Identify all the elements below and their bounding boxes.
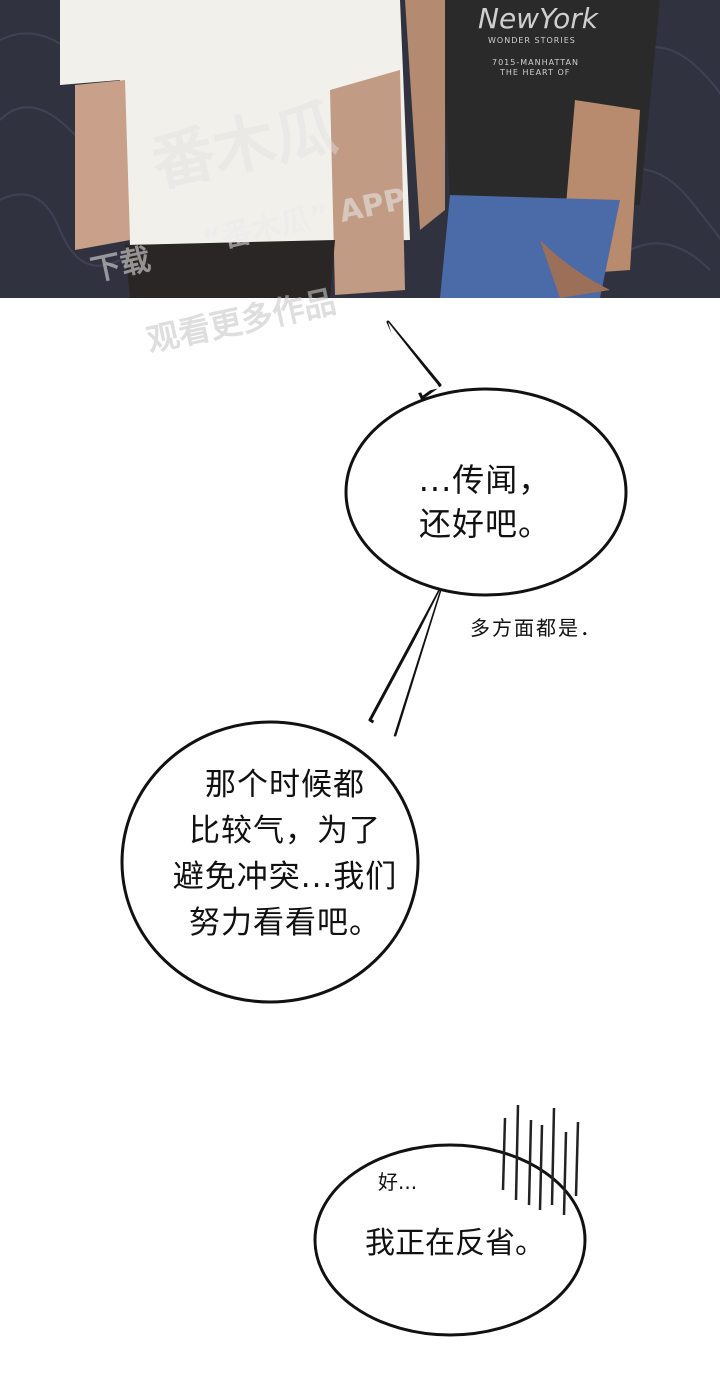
nervous-lines — [501, 1104, 580, 1216]
shirt-brand-text: NewYork — [478, 2, 598, 35]
speech-bubble-3 — [313, 1143, 587, 1337]
panel-illustration — [0, 0, 720, 298]
shirt-text-line2: 7015-MANHATTAN — [492, 58, 579, 67]
speech-bubble-1 — [344, 320, 628, 597]
speech-bubble-2 — [120, 588, 442, 1004]
shirt-text-line1: WONDER STORIES — [488, 36, 576, 45]
floating-dialogue-text: 多方面都是． — [470, 616, 602, 640]
speech-bubble-3-small-text: 好... — [378, 1170, 418, 1194]
comic-panel-top: NewYork WONDER STORIES 7015-MANHATTAN TH… — [0, 0, 720, 298]
speech-bubble-3-text: 我正在反省。 — [365, 1226, 545, 1261]
shirt-text-line3: THE HEART OF — [500, 68, 571, 77]
speech-bubble-2-text: 那个时候都 比较气，为了 避免冲突...我们 努力看看吧。 — [172, 767, 398, 941]
speech-bubble-1-text: ...传闻， 还好吧。 — [418, 461, 552, 543]
